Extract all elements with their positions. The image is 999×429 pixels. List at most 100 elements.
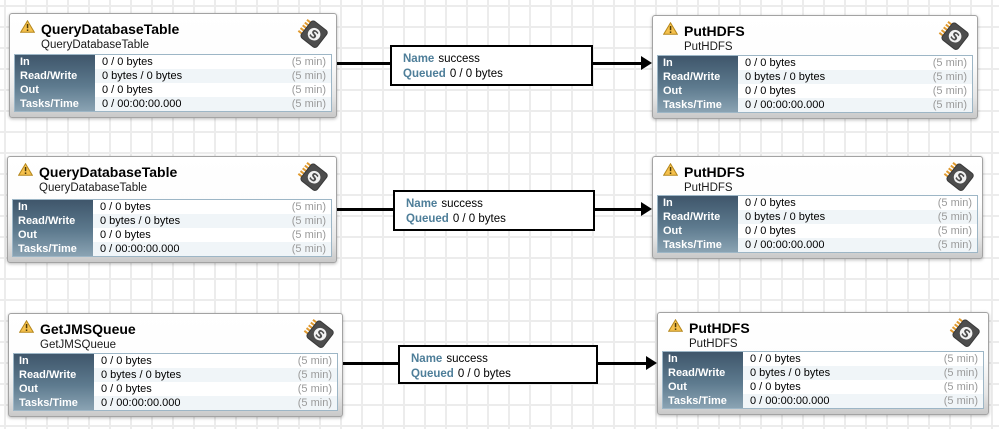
connection-arrowhead-icon <box>646 356 657 370</box>
stat-window: (5 min) <box>932 99 967 111</box>
stat-window: (5 min) <box>297 355 332 367</box>
stat-value-taskstime: 0 / 00:00:00.000 <box>750 395 830 407</box>
stat-label-taskstime: Tasks/Time <box>668 395 727 407</box>
stat-value-in: 0 / 0 bytes <box>102 56 153 68</box>
processor-type: QueryDatabaseTable <box>39 182 148 194</box>
connection-line[interactable] <box>343 362 398 365</box>
warning-icon <box>662 21 679 40</box>
stat-window: (5 min) <box>937 239 972 251</box>
stat-value-out: 0 / 0 bytes <box>101 383 152 395</box>
stat-window: (5 min) <box>932 71 967 83</box>
stat-window: (5 min) <box>937 211 972 223</box>
stat-value-in: 0 / 0 bytes <box>101 355 152 367</box>
stat-value-readwrite: 0 bytes / 0 bytes <box>745 71 826 83</box>
stat-window: (5 min) <box>297 383 332 395</box>
connection-arrowhead-icon <box>641 56 652 70</box>
stat-value-in: 0 / 0 bytes <box>750 353 801 365</box>
stat-window: (5 min) <box>932 85 967 97</box>
stat-label-taskstime: Tasks/Time <box>663 239 722 251</box>
connection-line[interactable] <box>598 362 646 365</box>
stat-label-taskstime: Tasks/Time <box>20 98 79 110</box>
stat-window: (5 min) <box>932 57 967 69</box>
stat-label-readwrite: Read/Write <box>18 215 76 227</box>
processor-querydatabasetable-1[interactable]: QueryDatabaseTable QueryDatabaseTable S … <box>9 13 337 118</box>
warning-icon <box>17 162 34 181</box>
stat-label-readwrite: Read/Write <box>663 211 721 223</box>
stat-label-readwrite: Read/Write <box>19 369 77 381</box>
connection-queued-key: Queued <box>411 368 454 380</box>
stat-value-out: 0 / 0 bytes <box>102 84 153 96</box>
stat-value-out: 0 / 0 bytes <box>100 229 151 241</box>
stat-label-taskstime: Tasks/Time <box>19 397 78 409</box>
stat-window: (5 min) <box>291 229 326 241</box>
stat-label-in: In <box>20 56 30 68</box>
stat-row-readwrite: Read/Write 0 bytes / 0 bytes (5 min) <box>658 70 972 84</box>
processor-type: PutHDFS <box>684 41 733 53</box>
processor-chip-icon: S <box>297 18 329 54</box>
stat-value-taskstime: 0 / 00:00:00.000 <box>745 99 825 111</box>
stat-label-out: Out <box>18 229 37 241</box>
connection-queued-key: Queued <box>403 68 446 80</box>
processor-name: QueryDatabaseTable <box>41 21 180 37</box>
processor-name: QueryDatabaseTable <box>39 164 178 180</box>
stat-window: (5 min) <box>291 98 326 110</box>
stat-value-readwrite: 0 bytes / 0 bytes <box>745 211 826 223</box>
stat-label-in: In <box>663 57 673 69</box>
stat-window: (5 min) <box>297 369 332 381</box>
connection-queued-value: 0 / 0 bytes <box>449 68 503 80</box>
connection-line[interactable] <box>593 62 641 65</box>
connection-arrowhead-icon <box>641 202 652 216</box>
connection-name-value: success <box>438 53 480 65</box>
processor-chip-icon: S <box>949 317 981 353</box>
stat-window: (5 min) <box>937 197 972 209</box>
connection-queued-value: 0 / 0 bytes <box>457 368 511 380</box>
processor-querydatabasetable-2[interactable]: QueryDatabaseTable QueryDatabaseTable S … <box>7 156 337 263</box>
stat-value-taskstime: 0 / 00:00:00.000 <box>100 243 180 255</box>
connection-line[interactable] <box>595 208 641 211</box>
stat-value-out: 0 / 0 bytes <box>750 381 801 393</box>
stat-value-in: 0 / 0 bytes <box>745 197 796 209</box>
connection-name-key: Name <box>403 53 435 65</box>
stat-row-in: In 0 / 0 bytes (5 min) <box>14 354 337 368</box>
warning-icon <box>18 319 35 338</box>
processor-name: GetJMSQueue <box>40 321 136 337</box>
connection-name-value: success <box>446 353 488 365</box>
warning-icon <box>19 19 36 38</box>
connection-line[interactable] <box>337 208 393 211</box>
stat-label-readwrite: Read/Write <box>663 71 721 83</box>
stat-value-readwrite: 0 bytes / 0 bytes <box>101 369 182 381</box>
stat-label-out: Out <box>20 84 39 96</box>
warning-icon <box>662 162 679 181</box>
connection-name-key: Name <box>411 353 443 365</box>
processor-type: PutHDFS <box>689 338 738 350</box>
stat-label-in: In <box>19 355 29 367</box>
stat-label-readwrite: Read/Write <box>668 367 726 379</box>
stat-window: (5 min) <box>943 367 978 379</box>
stat-window: (5 min) <box>291 70 326 82</box>
connection-line[interactable] <box>337 62 390 65</box>
